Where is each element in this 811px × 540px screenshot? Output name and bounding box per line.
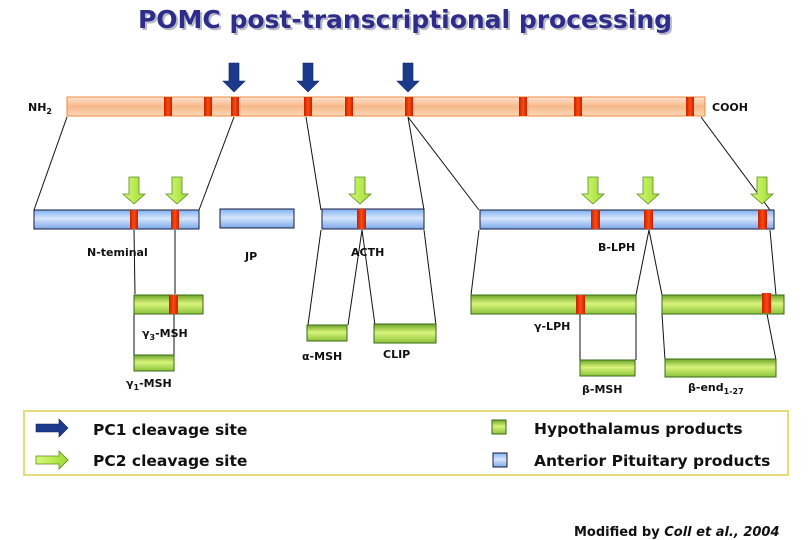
label-n-terminal: N-teminal	[87, 246, 148, 259]
connector-line	[766, 313, 777, 361]
connector-line	[361, 229, 376, 326]
connector-line	[423, 229, 437, 326]
pc1-arrow-icon	[396, 62, 420, 93]
pc2-arrow-icon	[164, 176, 190, 205]
legend-box	[23, 410, 789, 476]
pc2-arrow-icon	[635, 176, 661, 205]
connector-line	[307, 229, 322, 326]
cleavage-site	[686, 97, 694, 116]
title-text: POMC post-transcriptional processing	[138, 5, 672, 34]
page-title: POMC post-transcriptional processing POM…	[138, 5, 674, 36]
pc2-arrows	[121, 176, 775, 205]
connector-line	[347, 229, 363, 326]
label-gamma3-msh: γ3-MSH	[142, 327, 188, 342]
cleavage-site	[231, 97, 239, 116]
pc2-arrow-icon	[580, 176, 606, 205]
label-gamma-lph: γ-LPH	[534, 320, 570, 333]
product-beta-endorphin-precursor	[661, 294, 785, 315]
connector-line	[407, 116, 425, 211]
product-gamma1-msh	[133, 354, 175, 372]
cleavage-site	[357, 209, 366, 229]
cleavage-site	[171, 210, 179, 229]
pc2-arrow-icon	[749, 176, 775, 205]
label-beta-msh: β-MSH	[582, 383, 623, 396]
cleavage-site	[405, 97, 413, 116]
nh2-label: NH2	[28, 101, 52, 116]
pituitary-swatch-icon	[492, 452, 508, 468]
precursor-cleavage-sites	[164, 97, 694, 116]
segment-cleavage-sites	[130, 209, 767, 229]
connector-line	[769, 229, 777, 296]
cooh-label: COOH	[712, 101, 748, 114]
credit: Modified by Coll et al., 2004	[574, 525, 780, 540]
title-shadow: POMC post-transcriptional processing	[140, 7, 674, 36]
segment-acth	[321, 208, 425, 230]
connector-line	[470, 229, 480, 296]
legend-pituitary-label: Anterior Pituitary products	[534, 452, 770, 470]
segment-jp	[219, 208, 295, 229]
label-b-lph: B-LPH	[598, 241, 635, 254]
product-clip	[373, 323, 437, 344]
connector-lines	[33, 116, 777, 361]
label-alpha-msh: α-MSH	[302, 350, 342, 363]
cleavage-site	[304, 97, 312, 116]
legend-pc2-label: PC2 cleavage site	[93, 452, 247, 470]
product-beta-end-1-27	[664, 358, 777, 378]
product-cleavage-sites	[169, 293, 771, 314]
hypothalamus-swatch-icon	[491, 419, 507, 435]
pc2-arrow-icon	[121, 176, 147, 205]
connector-line	[305, 116, 322, 211]
cleavage-site	[762, 293, 771, 313]
label-beta-end: β-end1-27	[688, 381, 744, 396]
label-clip: CLIP	[383, 348, 410, 361]
pc1-arrows	[222, 62, 420, 93]
product-gamma-lph	[470, 294, 637, 315]
pc1-legend-arrow-icon	[35, 418, 69, 438]
cleavage-site	[345, 97, 353, 116]
connector-line	[661, 313, 666, 361]
product-beta-msh	[579, 359, 636, 377]
label-gamma1-msh: γ1-MSH	[126, 377, 172, 392]
legend-hypothalamus-label: Hypothalamus products	[534, 420, 743, 438]
connector-line	[407, 116, 480, 211]
cleavage-site	[204, 97, 212, 116]
cleavage-site	[169, 295, 178, 314]
pc2-legend-arrow-icon	[35, 450, 69, 470]
pomc-precursor: NH2 COOH	[28, 96, 748, 117]
product-alpha-msh	[306, 324, 348, 342]
cleavage-site	[164, 97, 172, 116]
legend-pc1-label: PC1 cleavage site	[93, 421, 247, 439]
connector-line	[648, 229, 663, 296]
hypothalamus-products	[133, 294, 785, 378]
legend: PC1 cleavage site PC2 cleavage site Hypo…	[23, 410, 789, 476]
cleavage-site	[130, 210, 138, 229]
pc1-arrow-icon	[222, 62, 246, 93]
segment-n-terminal	[33, 209, 200, 230]
pc1-arrow-icon	[296, 62, 320, 93]
connector-line	[198, 116, 235, 211]
cleavage-site	[591, 210, 600, 229]
cleavage-site	[644, 210, 653, 229]
label-acth: ACTH	[351, 246, 384, 259]
pc2-arrow-icon	[347, 176, 373, 205]
cleavage-site	[576, 295, 585, 314]
precursor-bar	[66, 96, 706, 117]
connector-line	[133, 229, 136, 295]
segment-b-lph	[479, 209, 775, 230]
label-jp: JP	[244, 250, 257, 263]
connector-line	[635, 229, 650, 296]
cleavage-site	[519, 97, 527, 116]
connector-line	[33, 116, 68, 211]
pituitary-segments	[33, 208, 775, 230]
cleavage-site	[758, 210, 767, 229]
product-gamma3-msh	[133, 294, 204, 315]
cleavage-site	[574, 97, 582, 116]
